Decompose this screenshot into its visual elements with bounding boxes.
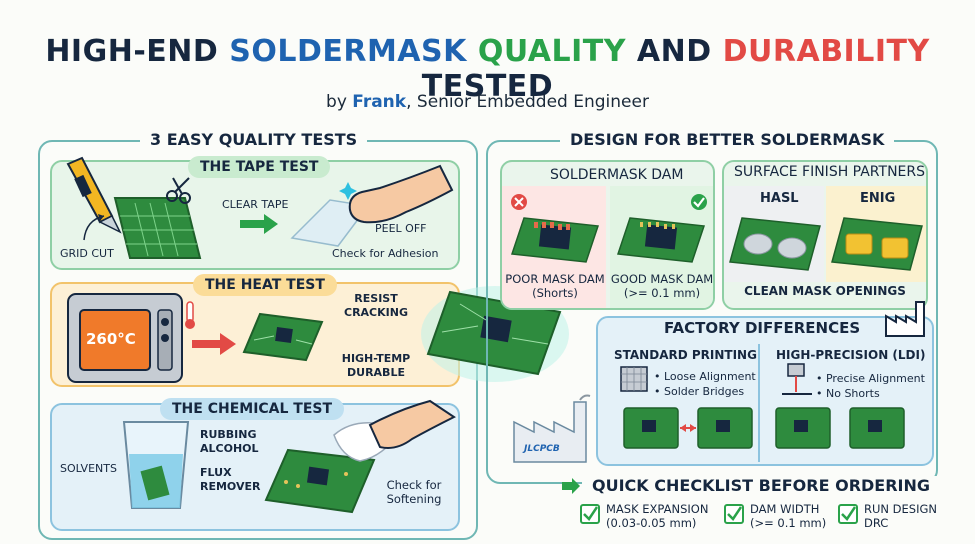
mesh-screen-icon bbox=[620, 366, 648, 392]
checkbox-icon bbox=[724, 504, 744, 524]
checklist-drc-line-1: RUN DESIGN bbox=[864, 502, 937, 516]
thermometer-icon bbox=[185, 301, 195, 329]
hasl-pads bbox=[729, 217, 821, 271]
solvents-label: SOLVENTS bbox=[60, 462, 117, 475]
checkbox-icon bbox=[838, 504, 858, 524]
title-word-4: AND bbox=[636, 34, 712, 69]
checklist-dam-line-1: DAM WIDTH bbox=[750, 502, 820, 516]
flux-line-2: REMOVER bbox=[200, 480, 261, 493]
good-line-2: (>= 0.1 mm) bbox=[623, 286, 701, 300]
rubbing-line-1: RUBBING bbox=[200, 428, 257, 441]
heat-pcb-illustration bbox=[242, 312, 324, 362]
checklist-dam-line-2: (>= 0.1 mm) bbox=[750, 516, 827, 530]
standard-column bbox=[602, 344, 760, 462]
laser-icon bbox=[782, 363, 812, 395]
checklist-item-mask: MASK EXPANSION(0.03-0.05 mm) bbox=[606, 502, 708, 530]
byline-prefix: by bbox=[326, 92, 347, 112]
chemical-pcb-illustration bbox=[264, 448, 376, 514]
ldi-label: HIGH-PRECISION (LDI) bbox=[776, 348, 926, 362]
design-panel-title: DESIGN FOR BETTER SOLDERMASK bbox=[560, 130, 895, 149]
factory-building-icon bbox=[513, 394, 591, 463]
title-word-2: SOLDERMASK bbox=[229, 34, 467, 69]
scissors-icon bbox=[166, 177, 191, 204]
byline-suffix: , Senior Embedded Engineer bbox=[406, 92, 649, 112]
clear-tape-label: CLEAR TAPE bbox=[222, 198, 289, 211]
good-line-1: GOOD MASK DAM bbox=[610, 272, 714, 286]
surface-finish-title: SURFACE FINISH PARTNERS bbox=[734, 164, 925, 180]
title-word-6: TESTED bbox=[421, 69, 554, 104]
checklist-drc-line-2: DRC bbox=[864, 516, 889, 530]
oven-temperature: 260°C bbox=[86, 330, 136, 348]
standard-printing-label: STANDARD PRINTING bbox=[614, 348, 757, 362]
checkbox-icon bbox=[580, 504, 600, 524]
soldermask-dam-title: SOLDERMASK DAM bbox=[550, 167, 684, 183]
check-line-1: Check for bbox=[386, 478, 442, 492]
std-point-2: • Solder Bridges bbox=[654, 385, 745, 398]
byline: by Frank, Senior Embedded Engineer bbox=[0, 92, 975, 112]
checklist-mask-line-2: (0.03-0.05 mm) bbox=[606, 516, 697, 530]
grid-cut-label: GRID CUT bbox=[60, 247, 114, 260]
grid-cut-pointer-arrow bbox=[83, 214, 105, 241]
hasl-label: HASL bbox=[760, 191, 799, 206]
ldi-point-1: • Precise Alignment bbox=[816, 372, 925, 385]
enig-label: ENIG bbox=[860, 191, 896, 206]
hightemp-line-2: DURABLE bbox=[347, 366, 405, 379]
ldi-point-2: • No Shorts bbox=[816, 387, 880, 400]
rubbing-line-2: ALCOHOL bbox=[200, 442, 259, 455]
checklist-arrow bbox=[562, 478, 580, 494]
beaker-icon bbox=[122, 421, 190, 509]
check-adhesion-label: Check for Adhesion bbox=[332, 247, 439, 260]
heat-arrow bbox=[192, 333, 236, 355]
quality-tests-title: 3 EASY QUALITY TESTS bbox=[140, 130, 368, 149]
heat-test-title: THE HEAT TEST bbox=[193, 274, 337, 296]
tape-arrow bbox=[240, 214, 278, 234]
tape-test-title: THE TAPE TEST bbox=[188, 156, 331, 178]
hand-icon bbox=[348, 164, 454, 224]
resist-line-2: CRACKING bbox=[344, 306, 408, 319]
good-dam-label: GOOD MASK DAM(>= 0.1 mm) bbox=[610, 272, 714, 300]
utility-knife-icon bbox=[66, 156, 122, 234]
title-word-1: HIGH-END bbox=[45, 34, 219, 69]
factory-logo: JLCPCB bbox=[524, 444, 560, 454]
clean-mask-label: CLEAN MASK OPENINGS bbox=[744, 284, 906, 298]
peel-off-label: PEEL OFF bbox=[375, 222, 427, 235]
factory-icon bbox=[885, 301, 925, 337]
enig-pads bbox=[831, 217, 923, 271]
oven-icon bbox=[67, 293, 183, 383]
poor-dam-chip bbox=[510, 217, 600, 263]
flux-line-1: FLUX bbox=[200, 466, 232, 479]
grid-cut-illustration bbox=[113, 197, 202, 259]
page-title: HIGH-END SOLDERMASK QUALITY AND DURABILI… bbox=[0, 34, 975, 104]
checklist-title: QUICK CHECKLIST BEFORE ORDERING bbox=[582, 476, 941, 495]
hightemp-line-1: HIGH-TEMP bbox=[341, 352, 411, 365]
x-mark-icon bbox=[511, 194, 527, 210]
good-dam-chip bbox=[616, 217, 706, 263]
checklist-mask-line-1: MASK EXPANSION bbox=[606, 502, 709, 516]
factory-title: FACTORY DIFFERENCES bbox=[664, 319, 861, 337]
chemical-test-title: THE CHEMICAL TEST bbox=[160, 398, 345, 420]
check-mark-icon bbox=[691, 194, 707, 210]
check-line-2: Softening bbox=[386, 492, 442, 506]
resist-line-1: RESIST bbox=[354, 292, 398, 305]
standard-boards bbox=[623, 407, 753, 449]
poor-line-1: POOR MASK DAM bbox=[505, 272, 605, 286]
poor-dam-label: POOR MASK DAM(Shorts) bbox=[504, 272, 606, 300]
cloth-icon bbox=[333, 399, 456, 462]
title-word-3: QUALITY bbox=[477, 34, 626, 69]
poor-line-2: (Shorts) bbox=[532, 286, 578, 300]
author-name: Frank bbox=[352, 92, 407, 112]
title-word-5: DURABILITY bbox=[722, 34, 930, 69]
checklist-item-dam: DAM WIDTH(>= 0.1 mm) bbox=[750, 502, 826, 530]
std-point-1: • Loose Alignment bbox=[654, 370, 756, 383]
ldi-boards bbox=[775, 407, 905, 449]
